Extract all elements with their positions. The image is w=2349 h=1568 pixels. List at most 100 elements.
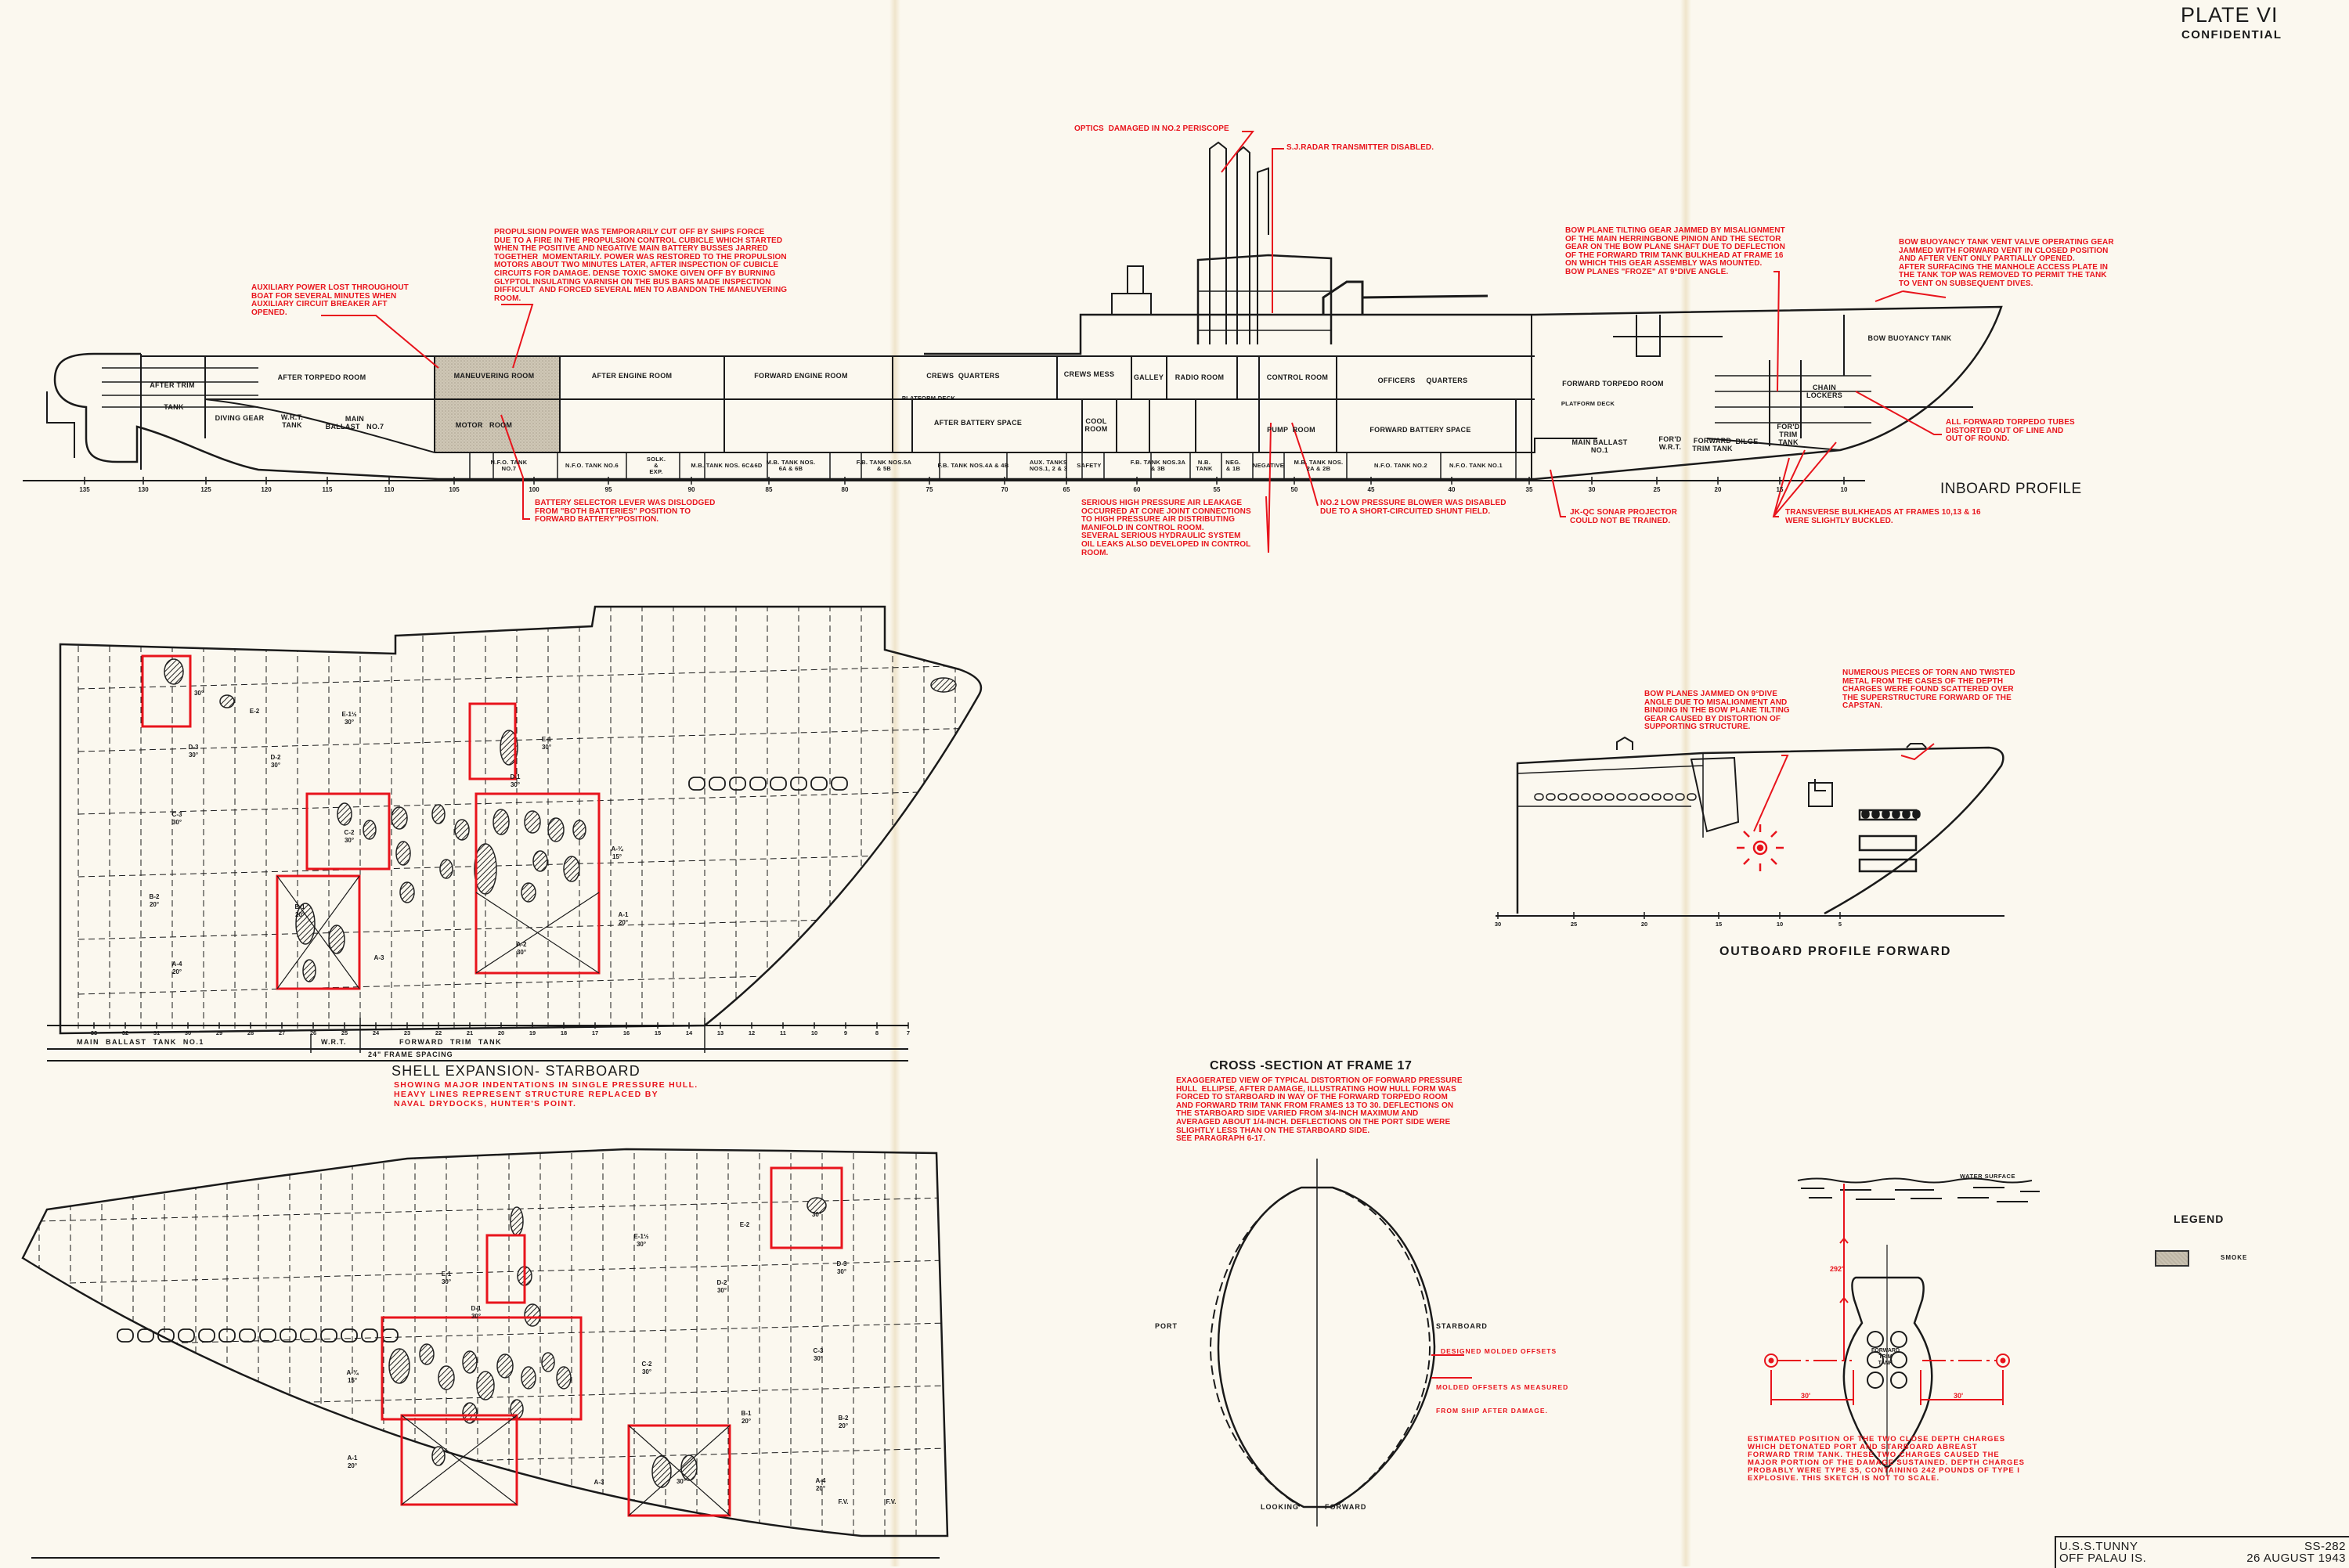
tank-label: NEGATIVE xyxy=(1252,462,1285,469)
indentation xyxy=(399,881,415,903)
note-line: GLYPTOL INSULATING VARNISH ON THE BUS BA… xyxy=(494,277,771,287)
hull-section-label: FORWARD TRIM TANK xyxy=(1871,1348,1900,1366)
limber-hole xyxy=(1687,793,1697,801)
tank-label: N.B. TANK xyxy=(1196,459,1213,472)
conning-tower xyxy=(1196,254,1333,344)
indentation xyxy=(328,925,345,954)
tank-label: AUX. TANKS NOS.1, 2 & 3 xyxy=(1029,459,1068,472)
indentation xyxy=(295,903,316,945)
frame-number: 20 xyxy=(1714,486,1722,493)
note-line: FROM "BOTH BATTERIES" POSITION TO xyxy=(535,506,691,516)
frame-number: 11 xyxy=(780,1029,786,1036)
frame-number: 40 xyxy=(1448,486,1456,493)
limber-hole xyxy=(1628,793,1638,801)
indentation xyxy=(337,802,352,826)
flood-opening xyxy=(729,777,746,791)
flood-opening xyxy=(341,1328,358,1343)
note-line: DIFFICULT AND FORCED SEVERAL MEN TO ABAN… xyxy=(494,286,788,295)
limber-hole xyxy=(1902,809,1911,819)
note-line: ROOM. xyxy=(1081,548,1109,557)
inboard-profile-title: INBOARD PROFILE xyxy=(1940,481,2082,497)
indentation xyxy=(572,820,586,840)
compartment-label: CREWS MESS xyxy=(1063,370,1115,378)
note-line: COULD NOT BE TRAINED. xyxy=(1570,516,1671,525)
plate-label: A-4 20° xyxy=(171,961,182,975)
designed-offsets-label: DESIGNED MOLDED OFFSETS xyxy=(1441,1347,1557,1355)
note-line: TOGETHER MOMENTARILY. POWER WAS RESTORED… xyxy=(494,252,787,261)
plate-label: D-2 30° xyxy=(270,754,281,769)
tank-label: M.B. TANK NOS. 6C&6D xyxy=(691,462,763,469)
limber-hole xyxy=(1569,793,1579,801)
plate-label: A-1 20° xyxy=(347,1454,358,1469)
note-line: DISTORTED OUT OF LINE AND xyxy=(1946,426,2064,435)
note-line: METAL FROM THE CASES OF THE DEPTH xyxy=(1842,676,2004,686)
note-line: BOW BUOYANCY TANK VENT VALVE OPERATING G… xyxy=(1899,238,2114,247)
note-line: AVERAGED ABOUT 1/4-INCH. DEFLECTIONS ON … xyxy=(1176,1117,1451,1126)
compartment-label: OFFICERS QUARTERS xyxy=(1377,377,1468,384)
frame-number: 13 xyxy=(716,1029,724,1036)
frame-number: 21 xyxy=(466,1029,474,1036)
indentation xyxy=(438,1365,455,1390)
compartment-label: AFTER TORPEDO ROOM xyxy=(277,373,366,381)
indentation xyxy=(476,1371,495,1400)
note-line: TO HIGH PRESSURE AIR DISTRIBUTING xyxy=(1081,515,1236,524)
depth-charge-starboard-icon xyxy=(1996,1354,2010,1368)
frame-number: 100 xyxy=(529,486,539,493)
note-line: THE STARBOARD SIDE VARIED FROM 3/4-INCH … xyxy=(1176,1109,1419,1119)
flood-opening xyxy=(117,1328,134,1343)
frame-number: 8 xyxy=(875,1029,879,1036)
frame-number: 31 xyxy=(153,1029,161,1036)
frame-number: 24 xyxy=(372,1029,380,1036)
plate-label: C-3 30° xyxy=(813,1347,824,1362)
frame-number: 55 xyxy=(1213,486,1221,493)
frame-number: 23 xyxy=(403,1029,411,1036)
compartment-label: MAIN BALLAST NO.1 xyxy=(1571,438,1628,454)
frame-number: 115 xyxy=(322,486,333,493)
frame-number: 33 xyxy=(90,1029,98,1036)
frame-number: 17 xyxy=(591,1029,599,1036)
note-line: AUXILIARY POWER LOST THROUGHOUT xyxy=(251,283,409,292)
frame-number: 105 xyxy=(449,486,460,493)
outboard-profile-title: OUTBOARD PROFILE FORWARD xyxy=(1719,945,1952,958)
note-line: BINDING IN THE BOW PLANE TILTING xyxy=(1644,706,1790,716)
indentations xyxy=(388,1197,827,1488)
note-line: BOW PLANES "FROZE" AT 9°DIVE ANGLE. xyxy=(1565,267,1729,276)
legend-title: LEGEND xyxy=(2174,1213,2225,1225)
depth-label: 292' xyxy=(1830,1265,1844,1273)
frame-number: 25 xyxy=(341,1029,348,1036)
indentation xyxy=(524,810,541,834)
note-line: PROBABLY WERE TYPE 35, CONTAINING 242 PO… xyxy=(1748,1466,2020,1475)
indentation xyxy=(164,658,184,685)
note-line: SLIGHTLY LESS THAN ON THE STARBOARD SIDE… xyxy=(1176,1126,1370,1135)
note-line: MOTORS ABOUT TWO MINUTES LATER, AFTER IN… xyxy=(494,261,779,270)
flood-opening xyxy=(810,777,828,791)
plate-label: C-3 30° xyxy=(171,811,182,826)
note-line: SERIOUS HIGH PRESSURE AIR LEAKAGE xyxy=(1081,499,1243,507)
indentation xyxy=(493,809,510,835)
frame-number: 29 xyxy=(215,1029,223,1036)
depth-charge-sketch xyxy=(1764,1177,2040,1476)
indentation xyxy=(219,694,235,708)
plate-label: A-3 xyxy=(373,954,384,961)
note-line: BATTERY SELECTOR LEVER WAS DISLODGED xyxy=(535,499,716,507)
cross-section-title: CROSS -SECTION AT FRAME 17 xyxy=(1210,1059,1413,1072)
note-line: AND FORWARD TRIM TANK FROM FRAMES 13 TO … xyxy=(1176,1101,1454,1110)
plate-label: B-2 20° xyxy=(149,893,160,908)
indentation xyxy=(302,959,316,982)
frame-number: 10 xyxy=(1840,486,1848,493)
compartment-label: W.R.T. TANK xyxy=(280,413,304,429)
note-sj-radar: S.J.RADAR TRANSMITTER DISABLED. xyxy=(1286,143,1434,153)
replaced-structure-outlines xyxy=(141,654,601,990)
compartment-label: FORWARD TORPEDO ROOM xyxy=(1562,380,1664,387)
plate-label: C-2 30° xyxy=(641,1361,652,1375)
frame-number: 75 xyxy=(926,486,933,493)
tank-label: N.F.O. TANK NO.2 xyxy=(1374,462,1427,469)
compartment-label: MAIN BALLAST NO.7 xyxy=(325,415,384,431)
frame-number: 50 xyxy=(1290,486,1298,493)
indentation xyxy=(532,850,548,872)
compartment-label: DIVING GEAR xyxy=(215,414,265,422)
compartment-label: MANEUVERING ROOM xyxy=(453,372,535,380)
